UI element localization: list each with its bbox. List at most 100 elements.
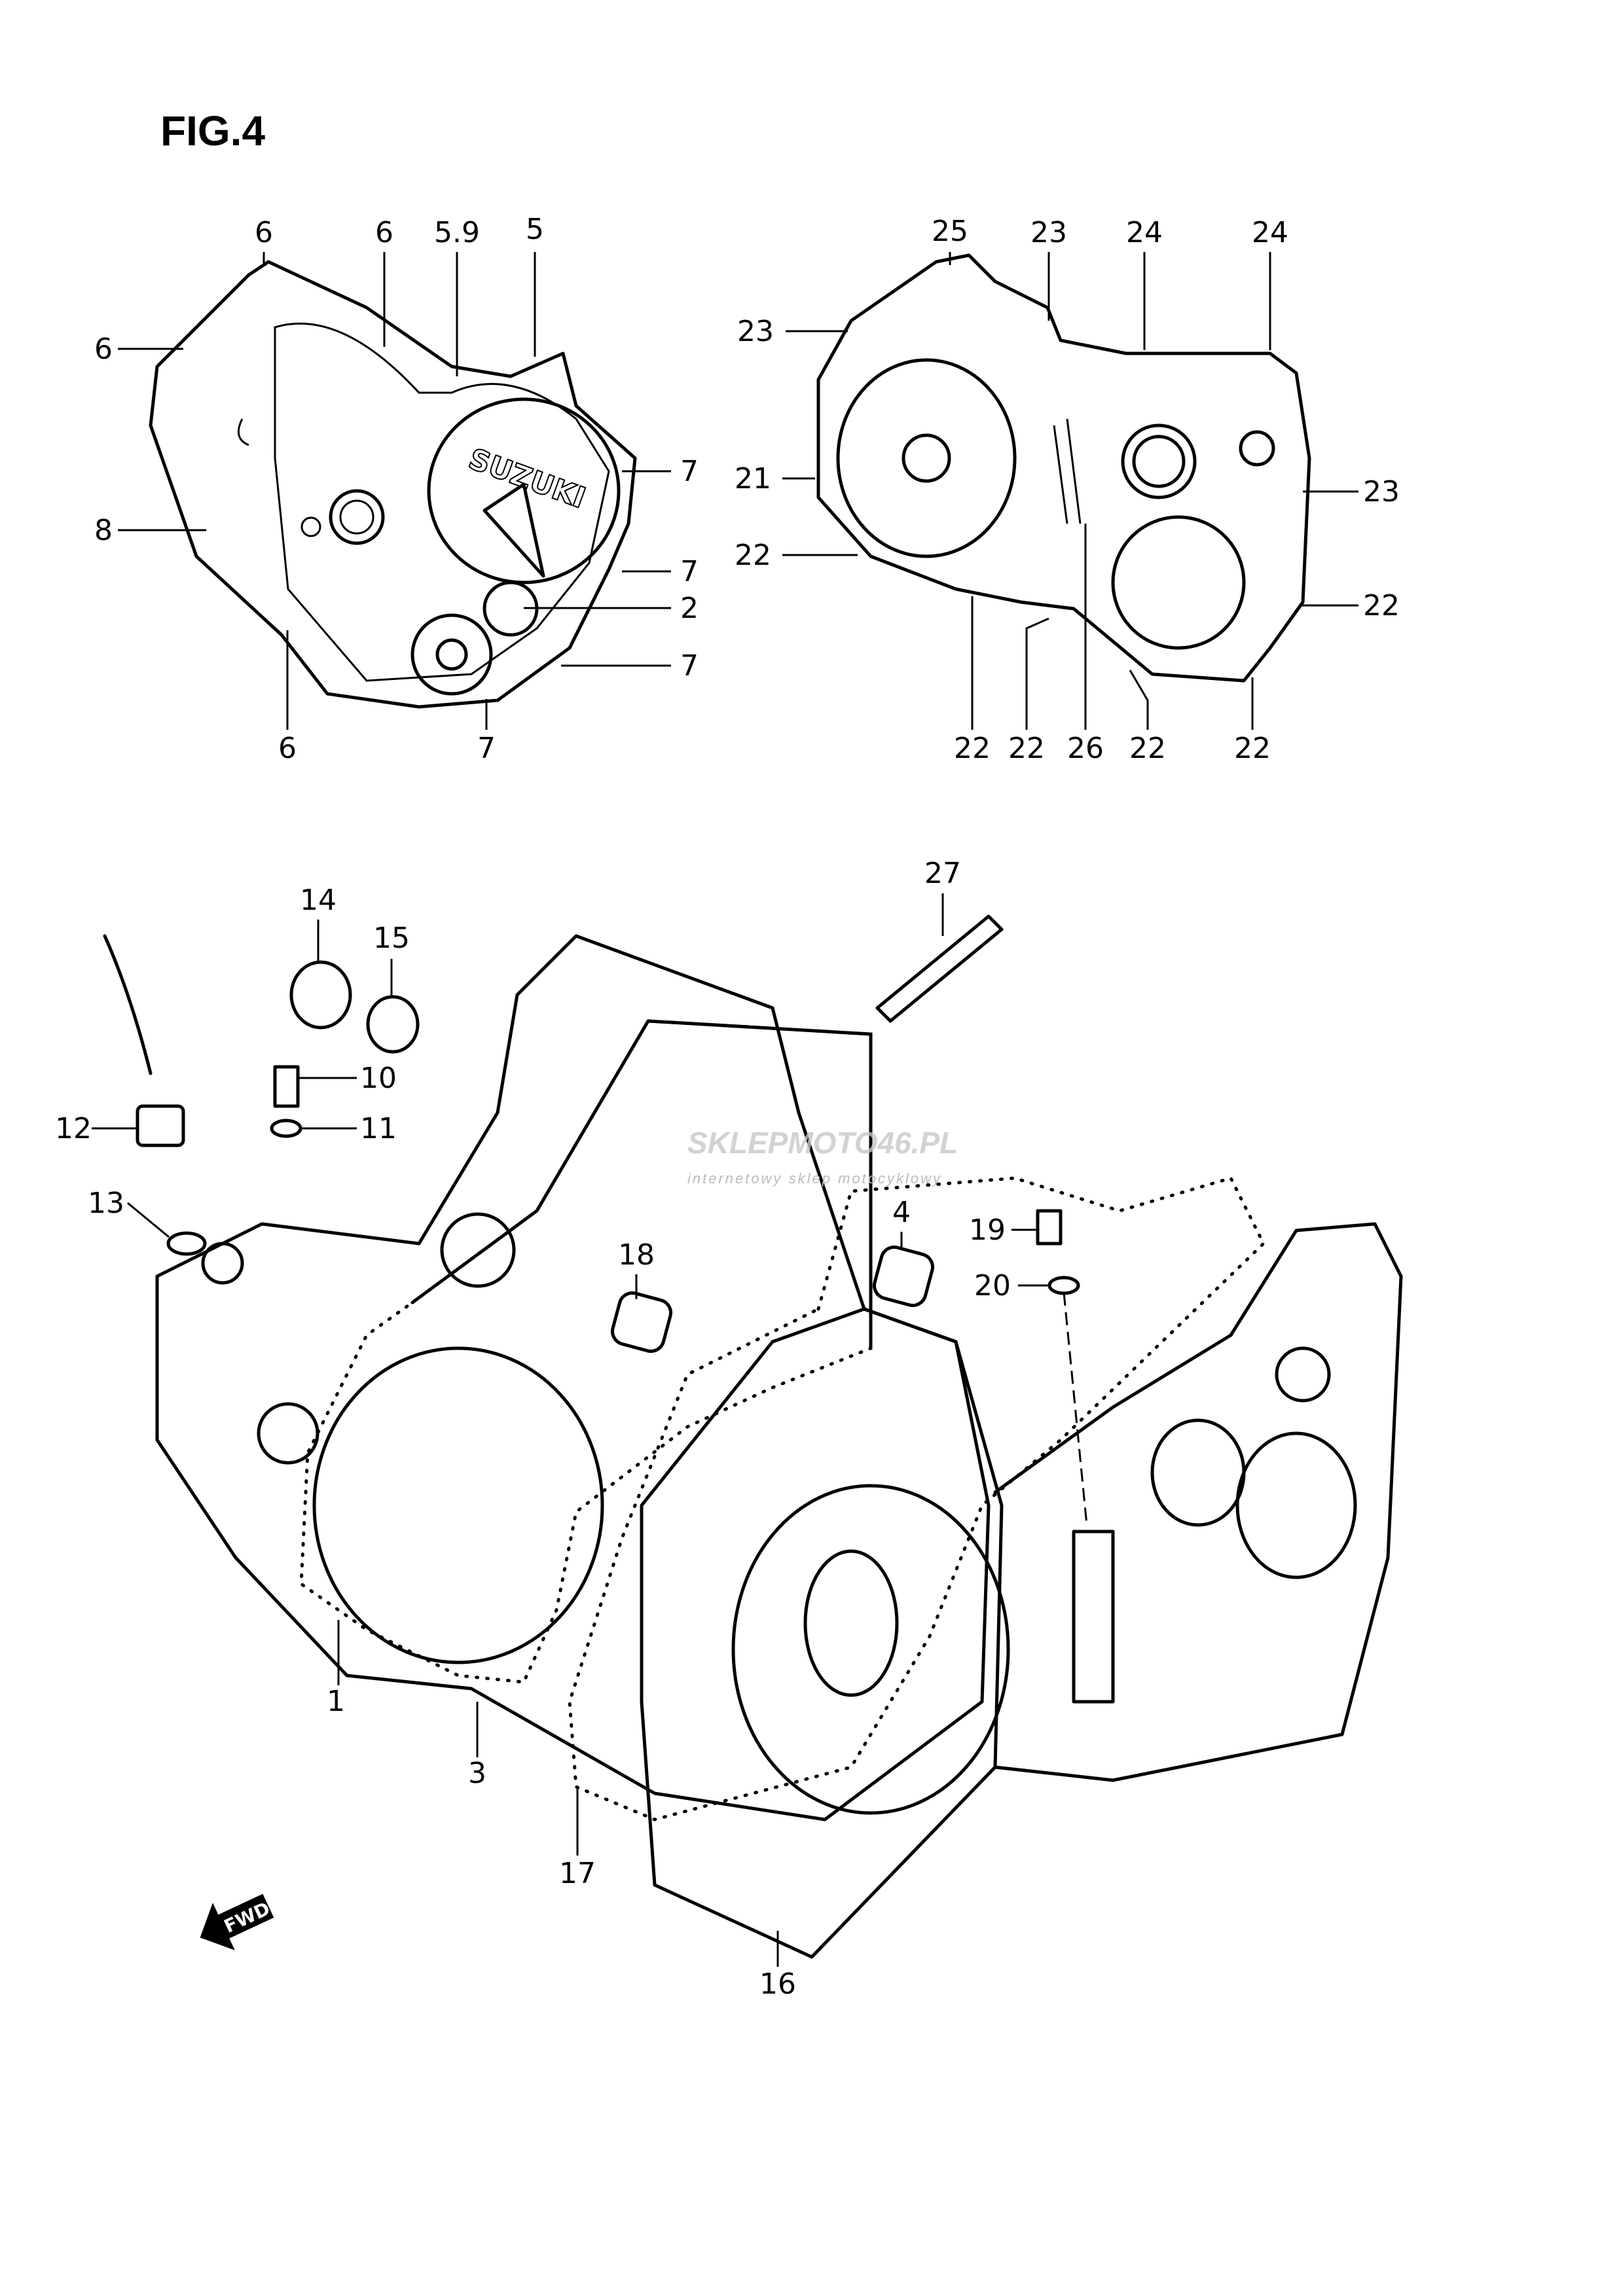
fwd-arrow-icon: FWD [200,1893,274,1950]
svg-text:7: 7 [680,555,699,588]
callout-12: 12 [55,1112,136,1145]
callout-6: 6 [375,216,393,347]
svg-text:15: 15 [373,922,410,955]
magneto-cover [816,253,1311,683]
callout-23: 23 [1030,216,1067,321]
bolt [1036,1209,1063,1246]
callout-8: 8 [94,514,206,547]
callout-11: 11 [301,1112,397,1145]
callout-23: 23 [1303,475,1400,509]
crankcase-assembly [103,914,1403,1959]
svg-text:11: 11 [360,1112,397,1145]
svg-text:18: 18 [618,1238,655,1272]
watermark-brand: SKLEPMOTO46.PL [687,1126,958,1160]
svg-text:24: 24 [1252,216,1288,249]
gear-position-switch [136,1104,185,1147]
callout-5-9: 5.9 [434,216,480,376]
callout-25: 25 [932,215,968,265]
figure-title: FIG.4 [160,107,265,154]
callout-6: 6 [278,630,297,765]
svg-text:24: 24 [1126,216,1163,249]
svg-text:4: 4 [892,1196,911,1229]
callout-18: 18 [618,1238,655,1299]
callout-15: 15 [373,922,410,998]
callout-7: 7 [622,455,699,488]
svg-text:13: 13 [88,1187,124,1220]
washer [270,1119,302,1138]
svg-text:5.9: 5.9 [434,216,480,249]
svg-text:6: 6 [375,216,393,249]
svg-text:14: 14 [300,884,337,917]
svg-text:25: 25 [932,215,968,248]
svg-text:22: 22 [954,732,991,765]
callout-14: 14 [300,884,337,962]
clutch-cover: SUZUKI [149,260,637,709]
dowel-pin [873,1246,934,1307]
callout-21: 21 [735,462,815,495]
callout-22: 22 [1129,670,1166,765]
o-ring [366,995,420,1054]
callout-6: 6 [255,216,273,265]
callout-26: 26 [1067,524,1104,765]
svg-text:6: 6 [255,216,273,249]
callout-3: 3 [468,1702,486,1790]
svg-text:6: 6 [94,332,113,366]
plug [289,960,352,1030]
guide-plate [875,914,1004,1023]
svg-text:19: 19 [969,1213,1006,1247]
svg-text:7: 7 [680,649,699,683]
svg-text:20: 20 [974,1269,1011,1302]
callout-20: 20 [974,1269,1049,1302]
callout-27: 27 [924,857,961,936]
svg-text:22: 22 [1363,589,1400,622]
svg-text:22: 22 [1129,732,1166,765]
svg-text:5: 5 [526,213,544,246]
svg-text:7: 7 [680,455,699,488]
callout-4: 4 [892,1196,911,1250]
svg-text:8: 8 [94,514,113,547]
o-ring [166,1231,207,1256]
svg-text:22: 22 [1008,732,1045,765]
dowel-pin [611,1291,672,1353]
svg-text:17: 17 [559,1857,596,1890]
callout-2: 2 [524,592,699,625]
callout-7: 7 [561,649,699,683]
callout-22: 22 [1234,677,1271,765]
callout-13: 13 [88,1187,170,1238]
svg-text:26: 26 [1067,732,1104,765]
svg-text:23: 23 [737,315,774,348]
crankcase-callouts: 27 14 15 10 11 12 13 4 18 19 20 1 3 17 1… [55,857,1049,2001]
svg-text:3: 3 [468,1757,486,1790]
svg-text:22: 22 [1234,732,1271,765]
callout-1: 1 [327,1620,345,1718]
sensor-wire [103,934,153,1075]
callout-6: 6 [94,332,183,366]
svg-text:2: 2 [680,592,699,625]
svg-text:10: 10 [360,1062,397,1095]
svg-text:1: 1 [327,1685,345,1718]
svg-text:23: 23 [1363,475,1400,509]
callout-24: 24 [1252,216,1288,350]
callout-23: 23 [737,315,848,348]
callout-7: 7 [622,555,699,588]
svg-text:6: 6 [278,732,297,765]
right-cover-callouts: 25 23 24 24 23 21 22 23 22 22 22 26 22 2… [735,215,1400,765]
bolt [273,1065,300,1108]
watermark-logo: SKLEPMOTO46.PL internetowy sklep motocyk… [687,1126,958,1187]
callout-16: 16 [759,1931,796,2001]
svg-text:16: 16 [759,1967,796,2001]
callout-22: 22 [1300,589,1400,622]
callout-7: 7 [477,699,496,765]
callout-5: 5 [526,213,544,357]
callout-17: 17 [559,1787,596,1890]
svg-text:23: 23 [1030,216,1067,249]
callout-22: 22 [954,596,991,765]
svg-text:7: 7 [477,732,496,765]
left-cover-callouts: 6 6 5.9 5 6 8 7 7 2 7 6 7 [94,213,699,765]
svg-text:27: 27 [924,857,961,890]
callout-24: 24 [1126,216,1163,350]
svg-text:22: 22 [735,539,771,572]
watermark-tagline: internetowy sklep motocyklowy [687,1170,942,1187]
svg-text:21: 21 [735,462,771,495]
